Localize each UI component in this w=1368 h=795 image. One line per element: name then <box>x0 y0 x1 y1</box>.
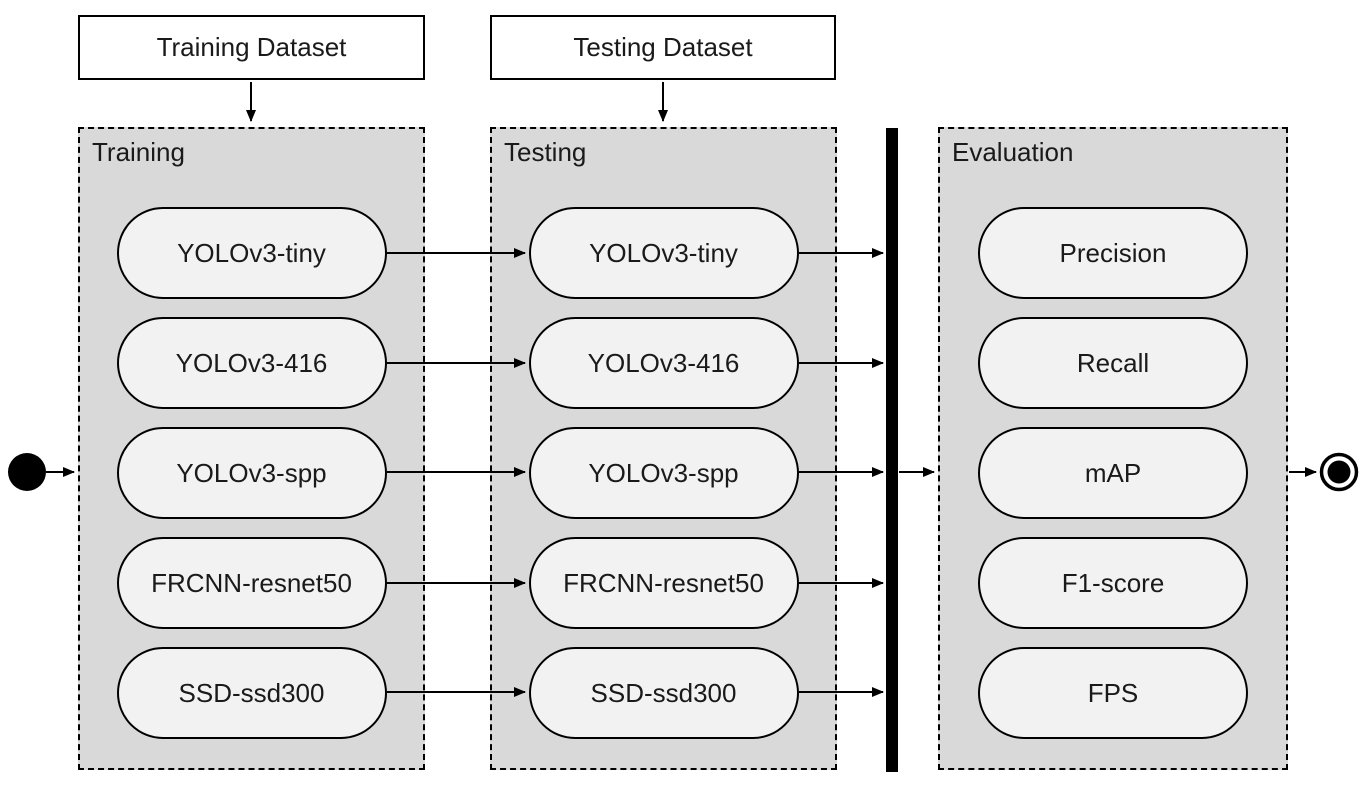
node-ssd-ssd300: SSD-ssd300 <box>116 647 387 739</box>
training-dataset-label: Training Dataset <box>156 32 347 62</box>
initial-node-icon <box>8 453 46 491</box>
node-yolov3-spp: YOLOv3-spp <box>528 427 799 519</box>
final-node-ring-icon <box>1319 452 1359 492</box>
testing-dataset-box: Testing Dataset <box>490 15 836 80</box>
node-yolov3-416: YOLOv3-416 <box>116 317 387 409</box>
testing-dataset-label: Testing Dataset <box>573 32 753 62</box>
node-map: mAP <box>978 427 1248 519</box>
training-container-label: Training <box>92 137 185 167</box>
synchronization-bar-icon <box>886 128 898 772</box>
training-dataset-box: Training Dataset <box>78 15 425 80</box>
node-precision: Precision <box>978 207 1248 299</box>
node-yolov3-tiny: YOLOv3-tiny <box>528 207 799 299</box>
testing-container-label: Testing <box>504 137 587 167</box>
node-fps: FPS <box>978 647 1248 739</box>
node-yolov3-tiny: YOLOv3-tiny <box>116 207 387 299</box>
node-frcnn-resnet50: FRCNN-resnet50 <box>528 537 799 629</box>
final-node-icon <box>1327 460 1351 484</box>
node-recall: Recall <box>978 317 1248 409</box>
evaluation-container-label: Evaluation <box>952 137 1074 167</box>
node-frcnn-resnet50: FRCNN-resnet50 <box>116 537 387 629</box>
node-yolov3-spp: YOLOv3-spp <box>116 427 387 519</box>
node-f1-score: F1-score <box>978 537 1248 629</box>
node-ssd-ssd300: SSD-ssd300 <box>528 647 799 739</box>
node-yolov3-416: YOLOv3-416 <box>528 317 799 409</box>
